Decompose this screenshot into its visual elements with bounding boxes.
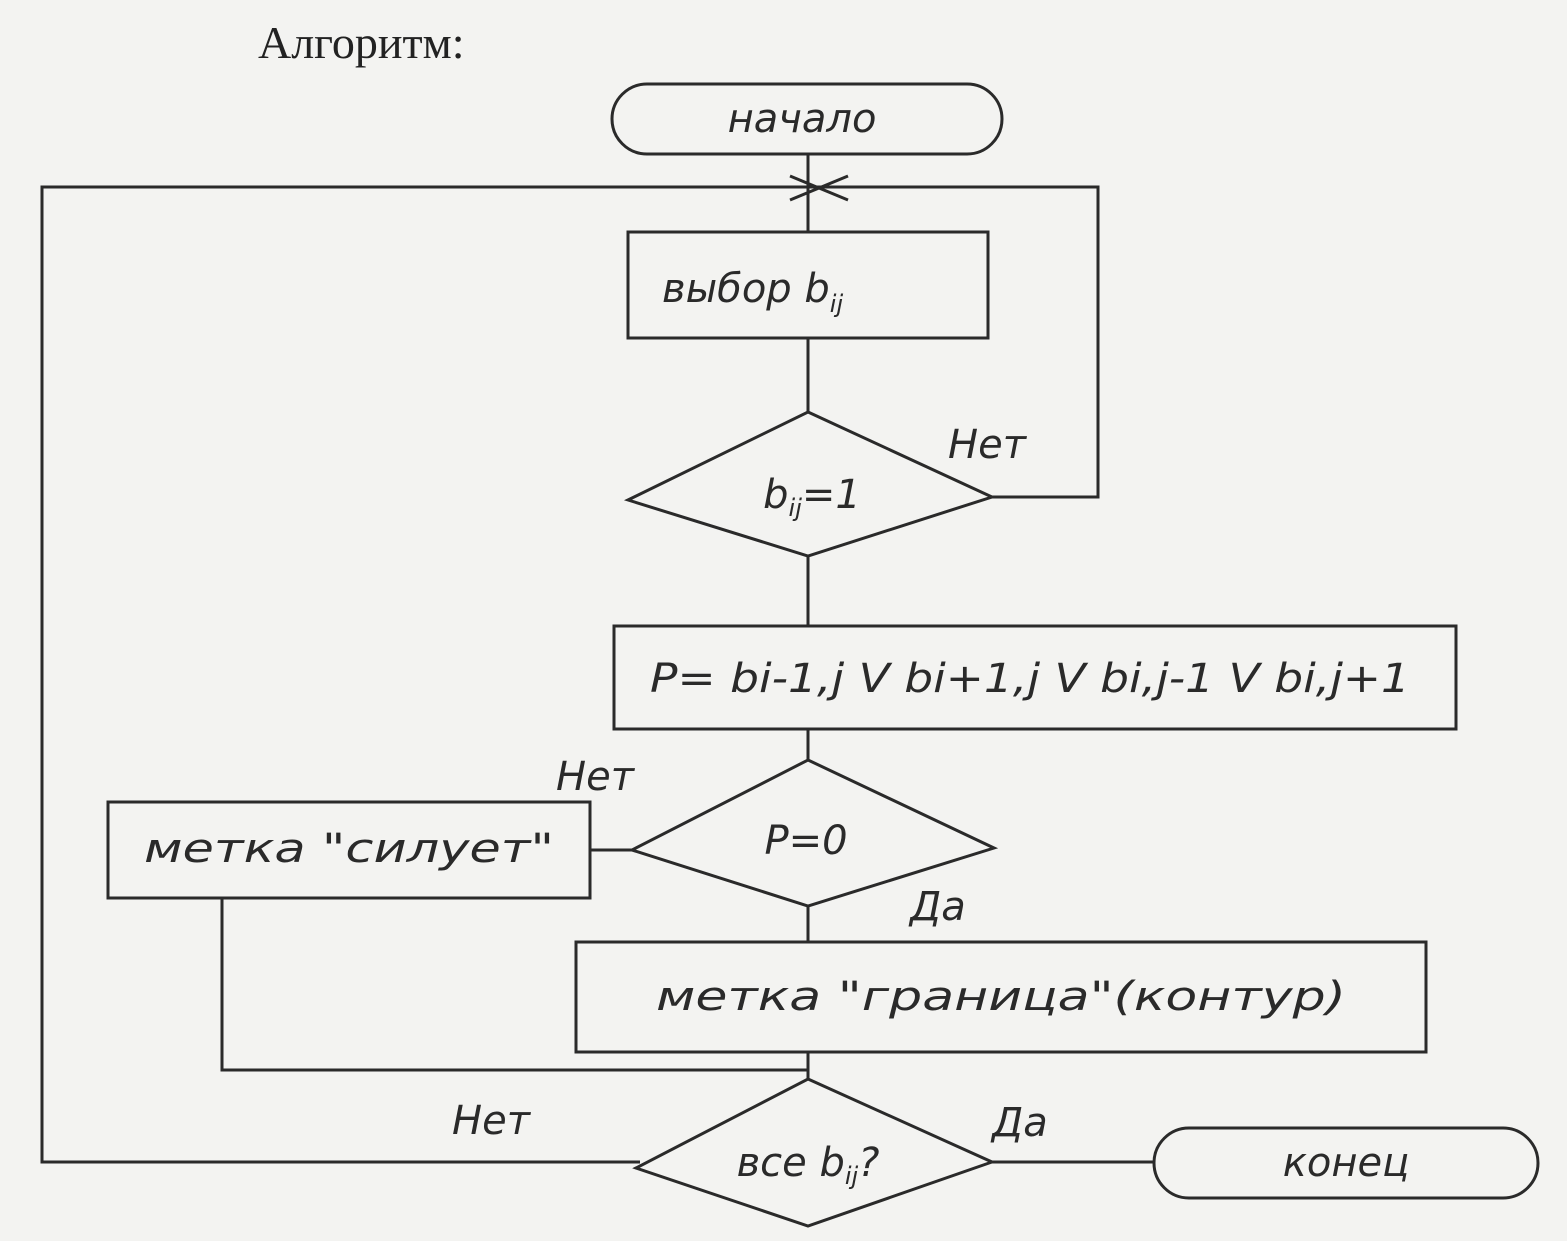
check1-decision (623, 410, 997, 558)
start-label: начало (728, 96, 877, 142)
end-label: конец (1283, 1140, 1410, 1186)
check1-label: bij=1 (763, 472, 861, 522)
edge-check3-no-loop (40, 185, 808, 1164)
end-terminator (1152, 1126, 1540, 1200)
select-label: выбор bij (662, 266, 843, 318)
edge-silhouette-to-merge (220, 898, 808, 1072)
junction-mark (789, 174, 849, 202)
check3-no-label: Нет (452, 1098, 532, 1144)
check3-yes-label: Да (990, 1100, 1048, 1146)
check3-label: все bij? (737, 1140, 880, 1190)
silhouette-label: метка "силует" (144, 826, 554, 872)
formula-label: P= bi-1,j V bi+1,j V bi,j-1 V bi,j+1 (650, 656, 1410, 702)
border-process (574, 940, 1428, 1054)
page-title: Алгоритм: (258, 17, 465, 68)
formula-process (612, 624, 1458, 731)
check1-no-label: Нет (948, 422, 1028, 468)
check3-decision (632, 1077, 997, 1228)
silhouette-process (106, 800, 592, 900)
start-terminator (610, 82, 1004, 156)
select-process (626, 230, 990, 340)
check2-no-label: Нет (556, 754, 636, 800)
check2-label: P=0 (764, 818, 847, 864)
border-label: метка "граница"(контур) (656, 974, 1346, 1020)
edge-check1-no-loop (808, 185, 1100, 499)
check2-decision (628, 758, 999, 908)
check2-yes-label: Да (908, 884, 966, 930)
